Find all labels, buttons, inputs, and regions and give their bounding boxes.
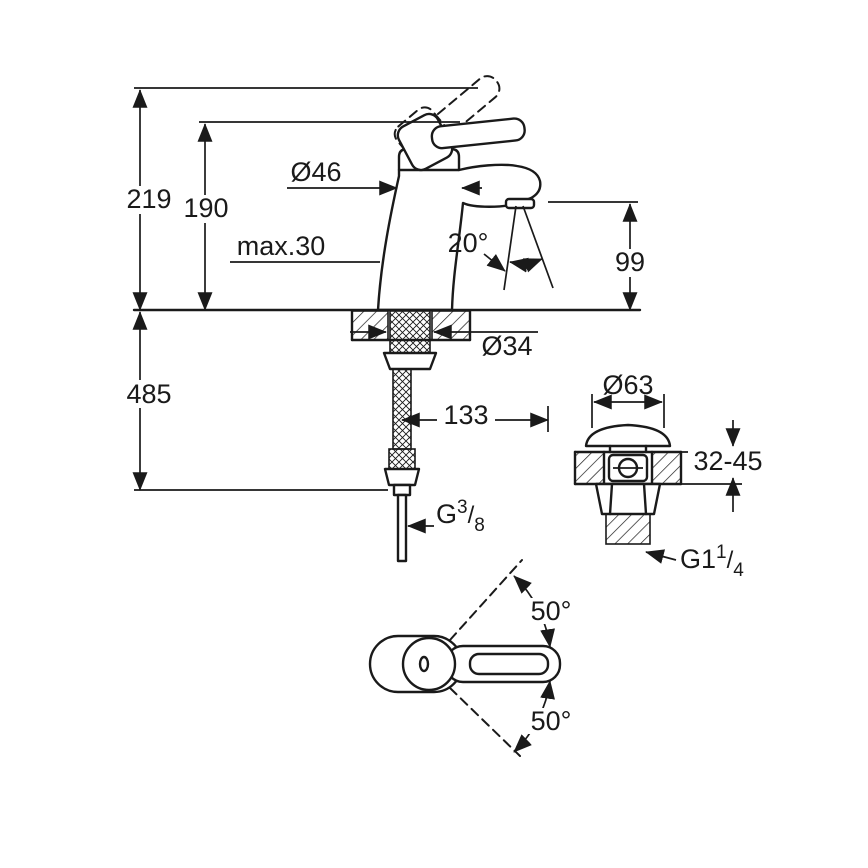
mounting-nut [382, 351, 438, 371]
label-spray-angle: 20° [448, 228, 489, 258]
hose-nut [383, 467, 421, 487]
label-waste-deck-range: 32-45 [693, 446, 762, 476]
label-spout-projection: 133 [443, 400, 488, 430]
supply-tube [396, 493, 408, 563]
waste-nut-facet-left [608, 482, 614, 516]
cartridge-slot [418, 655, 430, 673]
handle-swing-down-dashed [449, 687, 521, 757]
handle-plan [444, 644, 562, 684]
label-max-deck-thickness: max.30 [237, 231, 326, 261]
counter-hatch-left [351, 310, 389, 341]
threaded-shank [389, 310, 431, 354]
label-overall-height: 219 [126, 184, 171, 214]
hose-collar [392, 483, 412, 497]
waste-locknut [594, 482, 662, 516]
label-swing-up: 50° [531, 596, 572, 626]
label-lever-height: 190 [183, 193, 228, 223]
label-waste-flange-diameter: Ø63 [602, 370, 653, 400]
faucet-front-view [376, 75, 554, 312]
dimension-labels: 219 190 Ø46 max.30 20° 99 485 Ø34 133 Ø6… [122, 157, 768, 736]
faucet-body [376, 147, 542, 312]
label-shank-diameter: Ø34 [481, 331, 532, 361]
water-stream [483, 205, 554, 291]
waste-counter-hatch-right [651, 451, 682, 485]
label-spout-height: 99 [615, 247, 645, 277]
handle-plan-view [368, 559, 562, 757]
label-supply-thread: G3/8 [436, 497, 485, 536]
label-hose-length: 485 [126, 379, 171, 409]
aerator [504, 197, 536, 210]
waste-counter-hatch-left [574, 451, 605, 485]
hose-fitting [388, 448, 416, 470]
dim-g114-arrow [645, 549, 677, 564]
handle-swing-up-dashed [449, 559, 523, 641]
waste-nut-facet-right [642, 482, 648, 516]
label-swing-down: 50° [531, 706, 572, 736]
handle-plan-inner [468, 652, 550, 676]
waste-thread [605, 513, 651, 545]
braided-hose [392, 368, 412, 450]
waste-dome-cap [584, 423, 672, 448]
lever-handle [396, 112, 526, 172]
label-body-diameter: Ø46 [290, 157, 341, 187]
label-waste-thread: G11/4 [680, 542, 744, 581]
popup-waste-view [573, 423, 683, 545]
counter-hatch-right [431, 310, 471, 341]
